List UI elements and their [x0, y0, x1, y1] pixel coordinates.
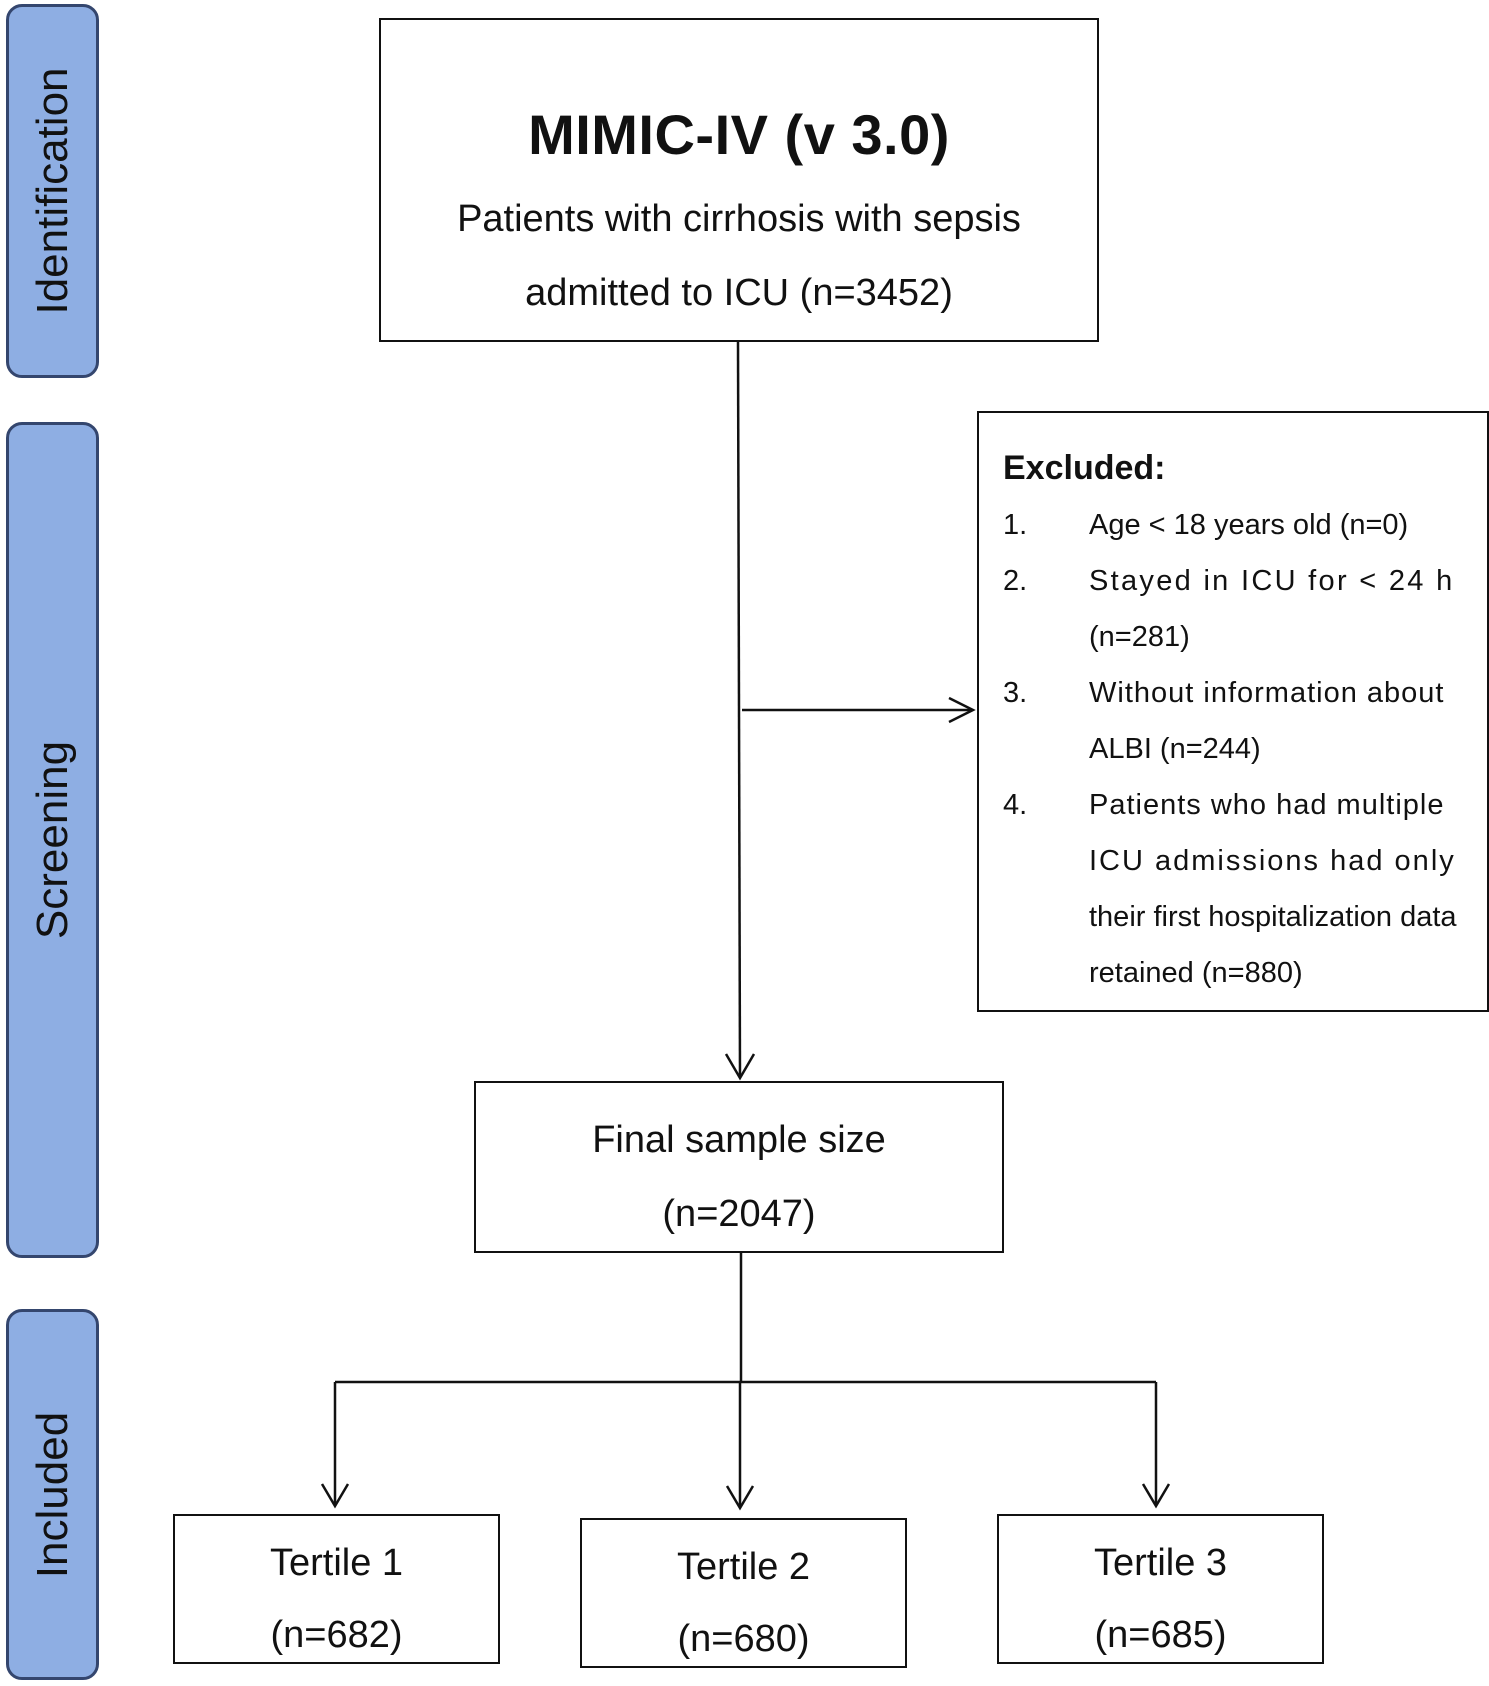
phase-screening: Screening [6, 422, 99, 1258]
tertile-2-count: (n=680) [677, 1618, 810, 1660]
final-sample-count: (n=2047) [662, 1193, 816, 1235]
source-box: MIMIC-IV (v 3.0) Patients with cirrhosis… [379, 18, 1099, 342]
arrowhead-tertile-1 [320, 1483, 350, 1509]
excluded-item-text: retained (n=880) [1089, 957, 1303, 989]
tertile-3-count: (n=685) [1094, 1614, 1227, 1656]
tertile-1-name: Tertile 1 [269, 1542, 404, 1584]
arrowhead-excluded [948, 696, 976, 724]
tertile-2-name: Tertile 2 [676, 1546, 811, 1588]
phase-identification: Identification [6, 4, 99, 378]
tertile-1-box: Tertile 1 (n=682) [173, 1514, 500, 1664]
arrowhead-tertile-2 [725, 1485, 755, 1511]
final-sample-label: Final sample size [592, 1119, 886, 1161]
source-title: MIMIC-IV (v 3.0) [528, 103, 950, 166]
excluded-item-number: 2. [1003, 565, 1028, 597]
source-description-line-2: admitted to ICU (n=3452) [525, 272, 953, 314]
arrowhead-final [724, 1053, 756, 1081]
tertile-2-box: Tertile 2 (n=680) [580, 1518, 907, 1668]
tertile-3-box: Tertile 3 (n=685) [997, 1514, 1324, 1664]
excluded-item-number: 3. [1003, 677, 1028, 709]
tertile-1-count: (n=682) [270, 1614, 403, 1656]
phase-included: Included [6, 1309, 99, 1680]
excluded-item-text: ICU admissions had only [1089, 845, 1456, 877]
excluded-item-text: (n=281) [1089, 621, 1190, 653]
excluded-item-text: ALBI (n=244) [1089, 733, 1261, 765]
connector-source-to-final [736, 341, 742, 1079]
excluded-item-text: their first hospitalization data [1089, 901, 1457, 933]
final-sample-box: Final sample size (n=2047) [474, 1081, 1004, 1253]
source-description-line-1: Patients with cirrhosis with sepsis [457, 198, 1021, 240]
arrowhead-tertile-3 [1141, 1483, 1171, 1509]
excluded-item-text: Patients who had multiple [1089, 789, 1445, 821]
excluded-box: Excluded: 1. Age < 18 years old (n=0) 2.… [977, 411, 1489, 1012]
excluded-item-text: Without information about [1089, 677, 1445, 709]
excluded-heading: Excluded: [1003, 449, 1166, 487]
tertile-3-name: Tertile 3 [1093, 1542, 1228, 1584]
excluded-item-number: 1. [1003, 509, 1028, 541]
excluded-item-number: 4. [1003, 789, 1028, 821]
excluded-item-text: Age < 18 years old (n=0) [1089, 509, 1409, 541]
excluded-item-text: Stayed in ICU for < 24 h [1089, 565, 1455, 597]
